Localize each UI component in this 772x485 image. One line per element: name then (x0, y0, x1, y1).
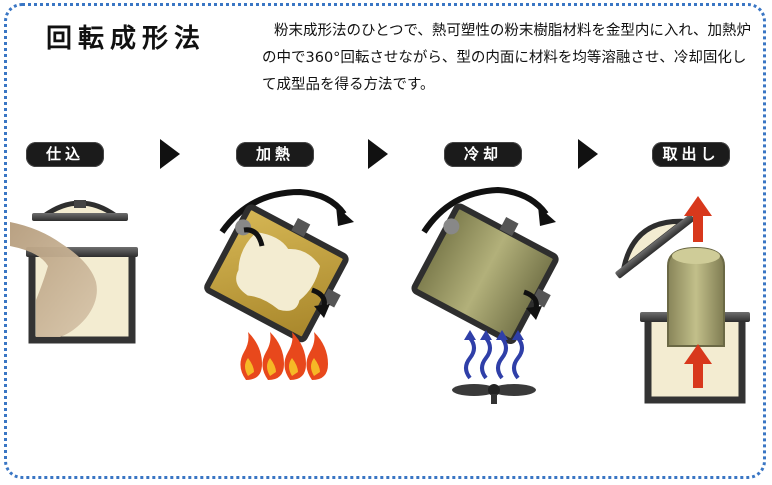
mold-bolt (291, 217, 311, 237)
page-title: 回転成形法 (46, 24, 207, 54)
flame-icon (262, 332, 284, 380)
lid-knob (74, 200, 86, 208)
powder-stream (10, 222, 97, 337)
right-triangle-arrow-icon (368, 139, 388, 169)
rotation-arrow-icon (243, 227, 265, 247)
flame-icon (284, 332, 306, 380)
right-triangle-arrow-icon (578, 139, 598, 169)
right-triangle-arrow-icon (160, 139, 180, 169)
mold-hinge (443, 218, 460, 235)
up-arrow-icon (684, 344, 712, 388)
rotation-arrowhead (336, 206, 354, 226)
rotation-arrowhead (538, 206, 556, 226)
steam-wave-icon (464, 336, 524, 380)
up-arrow-icon (684, 196, 712, 242)
flame-icon (240, 332, 262, 380)
charge-scene (10, 200, 138, 344)
steam-arrowheads (464, 330, 524, 340)
part-top (672, 248, 720, 264)
cooling-fan-icon (452, 384, 536, 404)
rotation-arrow-icon (219, 188, 347, 234)
lid-flange (32, 213, 128, 221)
cooled-mold (411, 203, 559, 345)
cool-scene (411, 186, 559, 404)
description-text: 粉末成形法のひとつで、熱可塑性の粉末樹脂材料を金型内に入れ、加熱炉の中で360°… (262, 23, 752, 93)
lid-flange (615, 214, 695, 279)
flame-icon (306, 332, 328, 380)
step-label-remove: 取出し (652, 142, 730, 167)
step-label-cool: 冷却 (444, 142, 522, 167)
melting-powder (236, 232, 320, 311)
step-label-heat: 加熱 (236, 142, 314, 167)
mold-bolt (499, 217, 519, 236)
rotation-arrowhead (526, 306, 542, 320)
step-label-charge: 仕込 (26, 142, 104, 167)
dotted-frame (4, 3, 766, 479)
rotation-arrowhead (314, 304, 330, 318)
remove-scene (615, 196, 750, 404)
rotation-arrow-icon (421, 186, 549, 234)
heat-scene (204, 188, 354, 380)
